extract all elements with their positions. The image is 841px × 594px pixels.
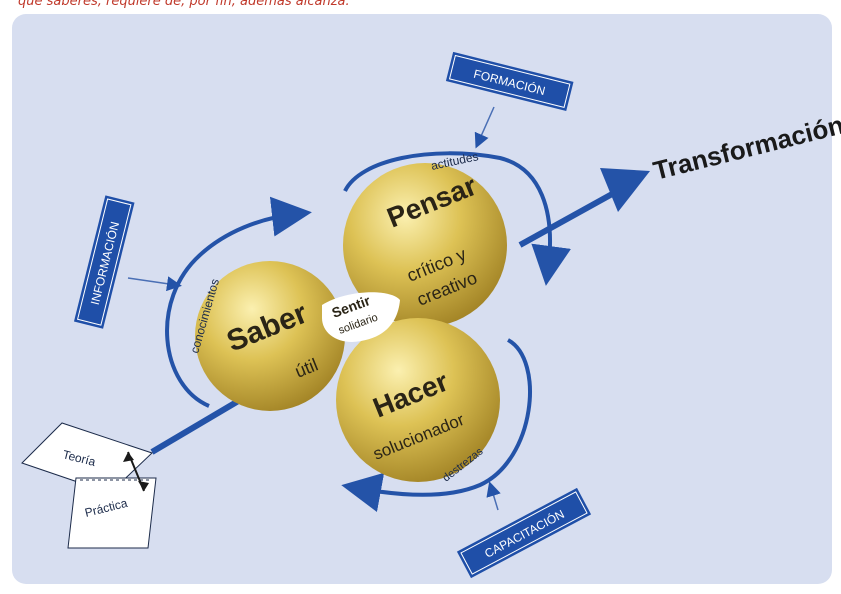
theory-practice-line (150, 397, 242, 455)
double-arrow-head-top (123, 452, 134, 462)
double-arrow-head-bottom (138, 481, 149, 491)
capacitacion-connector (486, 481, 501, 511)
conocimientos-arc (165, 196, 312, 408)
top-caption: que saberes, requiere de, por fin, adema… (18, 0, 350, 9)
saber-circle (195, 261, 345, 411)
hacer-circle (336, 318, 500, 482)
practica-card (67, 477, 157, 549)
informacion-connector (127, 276, 182, 292)
sentir-center-shape (322, 292, 400, 342)
transformation-arrow-head (600, 168, 650, 212)
destrezas-arc (341, 338, 532, 513)
formacion-connector (474, 106, 495, 149)
actitudes-arc (343, 151, 571, 286)
pensar-circle (343, 163, 507, 327)
